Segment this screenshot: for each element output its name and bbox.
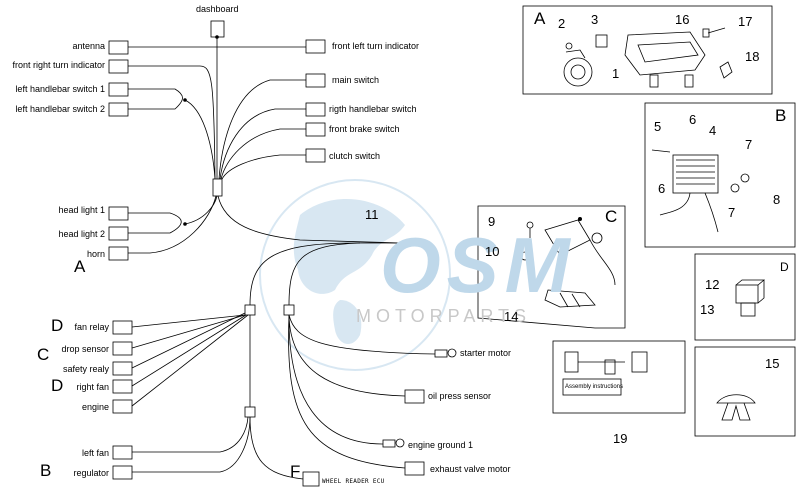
left-handlebar-1-connector (108, 82, 129, 97)
central-junction (212, 178, 223, 197)
label-fan-relay: fan relay (74, 322, 109, 332)
left-handlebar-2-connector (108, 102, 129, 117)
label-antenna: antenna (72, 41, 105, 51)
detail-box-b (644, 102, 796, 248)
number-13: 13 (700, 302, 715, 317)
letter-f: F (290, 462, 301, 481)
letter-d-box: D (780, 260, 789, 274)
letter-a-box: A (534, 9, 546, 28)
regulator-connector (112, 465, 133, 480)
detail-box-19 (552, 340, 686, 414)
number-1: 1 (612, 66, 620, 81)
clutch-switch-connector (305, 148, 326, 163)
number-4: 4 (709, 123, 717, 138)
label-clutch: clutch switch (329, 151, 381, 161)
label-main-switch: main switch (332, 75, 380, 85)
number-17: 17 (738, 14, 753, 29)
label-left-fan: left fan (81, 448, 109, 458)
detail-box-c (477, 205, 626, 329)
detail-box-15 (694, 346, 796, 437)
label-safety-relay: safety realy (62, 364, 109, 374)
number-2: 2 (558, 16, 566, 31)
number-18: 18 (745, 49, 760, 64)
label-engine: engine (81, 402, 109, 412)
label-dashboard: dashboard (196, 4, 239, 14)
label-regulator: regulator (73, 468, 109, 478)
label-assembly-instructions: Assembly instructions (565, 384, 624, 390)
number-5: 5 (654, 119, 662, 134)
exhaust-valve-connector (404, 461, 425, 476)
number-11: 11 (365, 207, 379, 222)
label-right-fan: right fan (76, 382, 109, 392)
label-oil-press: oil press sensor (428, 391, 492, 401)
detail-box-a (522, 5, 773, 95)
number-6b: 6 (658, 181, 666, 196)
main-switch-connector (305, 73, 326, 88)
letter-d-right-fan: D (51, 376, 64, 395)
label-drop-sensor: drop sensor (61, 344, 109, 354)
watermark-brand: OSM (380, 221, 576, 309)
wheel-reader-ecu-box (302, 471, 320, 487)
number-10: 10 (485, 244, 500, 259)
letter-c-left: C (37, 345, 50, 364)
head-light-2-connector (108, 226, 129, 241)
letter-a-left: A (74, 257, 86, 276)
label-wheel-reader-ecu: WHEEL READER ECU (322, 478, 385, 485)
letter-b-left: B (40, 461, 52, 480)
label-horn: horn (86, 249, 105, 259)
head-light-1-connector (108, 206, 129, 221)
junction-fan (244, 304, 256, 316)
safety-relay-connector (112, 361, 133, 376)
junction-lower (244, 406, 256, 418)
number-14: 14 (504, 309, 519, 324)
number-8: 8 (773, 192, 781, 207)
left-fan-connector (112, 445, 133, 460)
label-front-brake: front brake switch (329, 124, 400, 134)
front-brake-connector (305, 122, 326, 137)
drop-sensor-connector (112, 341, 133, 356)
junction-right (283, 304, 295, 316)
letter-c-box: C (605, 207, 618, 226)
label-starter-motor: starter motor (460, 348, 512, 358)
number-15: 15 (765, 356, 780, 371)
label-head-light-1: head light 1 (58, 205, 105, 215)
letter-b-box: B (775, 106, 787, 125)
right-fan-connector (112, 379, 133, 394)
engine-connector (112, 399, 133, 414)
label-right-handlebar: rigth handlebar switch (329, 104, 417, 114)
right-handlebar-connector (305, 102, 326, 117)
label-left-handlebar-2: left handlebar switch 2 (15, 104, 105, 114)
label-exhaust-valve: exhaust valve motor (430, 464, 511, 474)
dashboard-connector (210, 20, 225, 38)
watermark-sub: MOTORPARTS (356, 306, 532, 326)
letter-d-fan-relay: D (51, 316, 64, 335)
label-left-handlebar-1: left handlebar switch 1 (15, 84, 105, 94)
osm-watermark-logo (259, 179, 451, 371)
label-engine-ground: engine ground 1 (408, 440, 474, 450)
label-front-right-turn: front right turn indicator (12, 60, 105, 70)
oil-press-connector (404, 389, 425, 404)
label-front-left-turn: front left turn indicator (332, 41, 420, 51)
fan-relay-connector (112, 320, 133, 335)
horn-connector (108, 246, 129, 261)
number-19: 19 (613, 431, 628, 446)
front-left-turn-connector (305, 39, 326, 54)
detail-box-d (694, 253, 796, 341)
number-16: 16 (675, 12, 690, 27)
number-7b: 7 (728, 205, 736, 220)
label-head-light-2: head light 2 (58, 229, 105, 239)
front-right-turn-connector (108, 59, 129, 74)
number-9: 9 (488, 214, 496, 229)
number-7a: 7 (745, 137, 753, 152)
number-12: 12 (705, 277, 720, 292)
antenna-connector (108, 40, 129, 55)
number-6a: 6 (689, 112, 697, 127)
number-3: 3 (591, 12, 599, 27)
